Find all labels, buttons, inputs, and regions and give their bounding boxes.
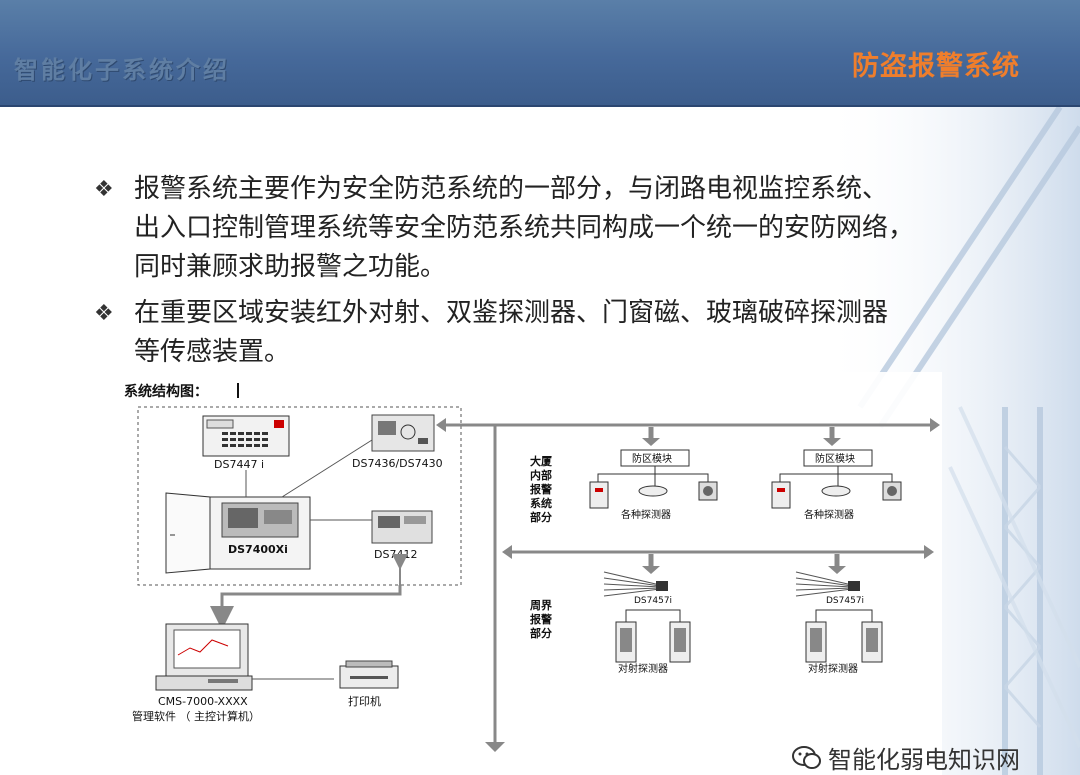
comm-board-device (371, 510, 433, 544)
bullet-1-line-3: 同时兼顾求助报警之功能。 (134, 252, 447, 282)
bus2-left-arrow-icon (502, 545, 512, 559)
zone-module-label-2: 防区模块 (815, 452, 855, 465)
beam-detectors-label-2: 对射探测器 (808, 662, 858, 675)
comm-board-label: DS7412 (374, 548, 417, 561)
printer-device (339, 660, 399, 689)
building-section-label-3: 报警 (530, 482, 552, 496)
module-board-label: DS7436/DS7430 (352, 457, 443, 470)
zone-group-1: 防区模块 各种探测器 (589, 427, 718, 521)
beam-unit-label-1: DS7457i (634, 596, 672, 606)
building-section-label-1: 大厦 (530, 454, 553, 468)
beam-unit-label-2: DS7457i (826, 596, 864, 606)
diagram-title: 系统结构图： (124, 383, 208, 400)
building-section-label-2: 内部 (530, 468, 552, 482)
bus-down-arrow-icon (485, 742, 505, 752)
beam-group-1: DS7457i 对射探测器 (603, 554, 691, 675)
bullet-item-1: ❖ 报警系统主要作为安全防范系统的一部分，与闭路电视监控系统、 出入口控制管理系… (94, 170, 1024, 287)
detectors-label-2: 各种探测器 (804, 508, 854, 521)
watermark: 智能化弱电知识网 (792, 740, 1020, 775)
perimeter-section-label-1: 周界 (530, 599, 552, 612)
computer-caption: 管理软件 （ 主控计算机） (132, 709, 260, 723)
building-section-label-4: 系统 (530, 496, 552, 510)
detectors-label-1: 各种探测器 (621, 508, 671, 521)
zone-module-label-1: 防区模块 (632, 452, 672, 465)
slide-header: 智能化子系统介绍 防盗报警系统 (0, 0, 1080, 107)
bullet-2-line-1: 在重要区域安装红外对射、双鉴探测器、门窗磁、玻璃破碎探测器 (134, 298, 889, 328)
beam-detectors-label-1: 对射探测器 (618, 662, 668, 675)
printer-label: 打印机 (348, 694, 381, 708)
bus-right-arrow-icon (930, 418, 940, 432)
computer-label: CMS-7000-XXXX (158, 695, 248, 708)
zone-group-2: 防区模块 各种探测器 (771, 427, 902, 521)
bullet-2-line-2: 等传感装置。 (134, 337, 291, 367)
watermark-text: 智能化弱电知识网 (828, 746, 1020, 774)
bus2-right-arrow-icon (924, 545, 934, 559)
module-board-device (371, 414, 435, 452)
diamond-dots-icon: ❖ (94, 301, 114, 326)
control-panel-cabinet (165, 492, 311, 574)
keypad-label: DS7447 i (214, 458, 264, 471)
control-panel-label: DS7400Xi (228, 543, 288, 556)
building-section-label-5: 部分 (530, 510, 552, 524)
header-left-title: 智能化子系统介绍 (14, 56, 230, 84)
beam-group-2: DS7457i 对射探测器 (795, 554, 883, 675)
keypad-device (202, 415, 290, 457)
perimeter-section-label-3: 部分 (530, 626, 552, 640)
header-right-title: 防盗报警系统 (852, 51, 1020, 82)
computer-device (155, 623, 253, 691)
perimeter-section-label-2: 报警 (530, 612, 552, 626)
bullet-item-2: ❖ 在重要区域安装红外对射、双鉴探测器、门窗磁、玻璃破碎探测器 等传感装置。 (94, 294, 1024, 372)
bullet-list: ❖ 报警系统主要作为安全防范系统的一部分，与闭路电视监控系统、 出入口控制管理系… (94, 170, 1024, 379)
bus-left-arrow-icon (436, 418, 446, 432)
wechat-icon (792, 745, 821, 769)
bullet-1-line-1: 报警系统主要作为安全防范系统的一部分，与闭路电视监控系统、 (134, 174, 889, 204)
diamond-dots-icon: ❖ (94, 177, 114, 202)
bullet-1-line-2: 出入口控制管理系统等安全防范系统共同构成一个统一的安防网络， (134, 213, 915, 243)
